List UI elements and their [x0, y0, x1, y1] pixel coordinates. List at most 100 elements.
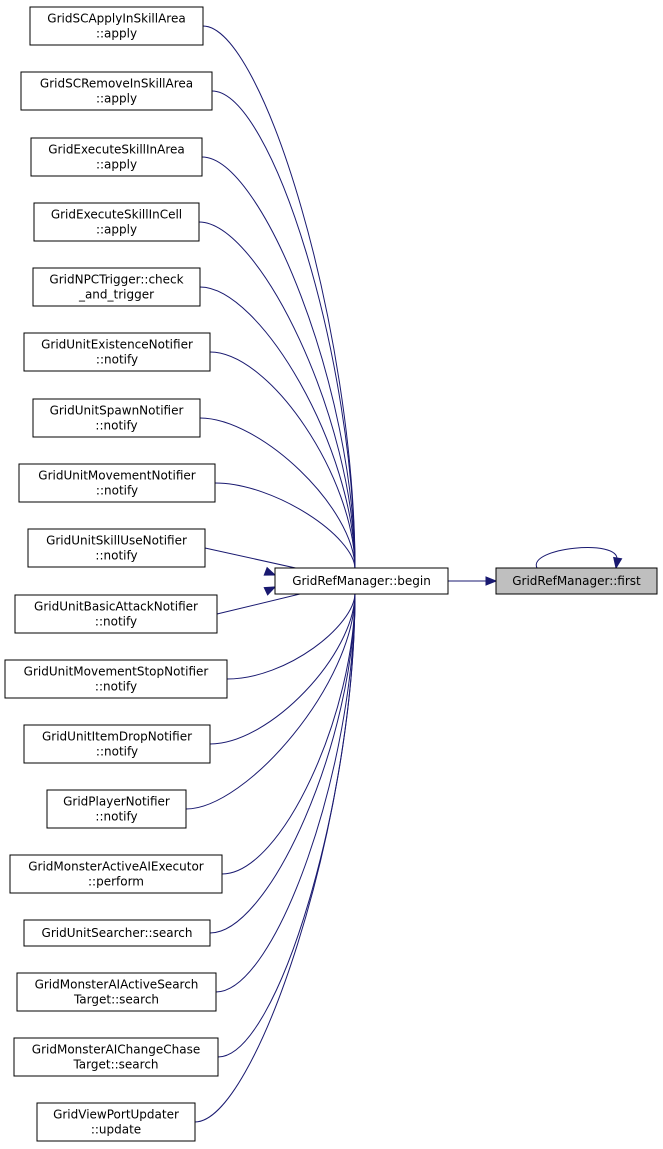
- caller-node-1[interactable]: GridSCRemoveInSkillArea::apply: [20, 71, 213, 111]
- caller-node-10-label: ::notify: [95, 680, 137, 694]
- caller-node-13-label: GridMonsterActiveAIExecutor: [28, 860, 204, 874]
- caller-node-4-label: GridNPCTrigger::check: [49, 273, 183, 287]
- edge-caller-7: [214, 482, 356, 570]
- caller-node-13-box: [9, 854, 223, 894]
- caller-node-6-label: ::notify: [95, 419, 137, 433]
- caller-node-3[interactable]: GridExecuteSkillInCell::apply: [33, 202, 200, 242]
- caller-node-4[interactable]: GridNPCTrigger::check_and_trigger: [32, 267, 201, 307]
- edge-caller-3: [198, 221, 356, 570]
- node-gridrefmanager-begin[interactable]: GridRefManager::begin: [274, 567, 449, 595]
- caller-node-3-label: ::apply: [96, 223, 137, 237]
- caller-node-5-label: GridUnitExistenceNotifier: [41, 338, 193, 352]
- caller-node-7-box: [18, 463, 216, 503]
- edge-caller-17: [194, 592, 356, 1123]
- caller-node-4-box: [32, 267, 201, 307]
- edge-caller-12: [185, 592, 356, 810]
- caller-node-5-box: [23, 332, 211, 372]
- caller-node-0-label: ::apply: [96, 27, 137, 41]
- edge-first-self-loop: [536, 547, 618, 569]
- caller-node-9-label: GridUnitBasicAttackNotifier: [34, 600, 198, 614]
- node-gridrefmanager-first-box: [495, 567, 658, 595]
- caller-node-17-label: ::update: [91, 1123, 141, 1137]
- caller-node-0[interactable]: GridSCApplyInSkillArea::apply: [29, 6, 204, 46]
- caller-node-8-label: GridUnitSkillUseNotifier: [46, 534, 187, 548]
- caller-node-14[interactable]: GridUnitSearcher::search: [23, 919, 211, 947]
- caller-node-15-label: GridMonsterAIActiveSearch: [35, 978, 199, 992]
- caller-node-15-label: Target::search: [73, 993, 159, 1007]
- caller-node-1-box: [20, 71, 213, 111]
- caller-node-11-label: ::notify: [96, 745, 138, 759]
- caller-node-9-box: [14, 594, 218, 634]
- caller-node-3-box: [33, 202, 200, 242]
- node-gridrefmanager-first[interactable]: GridRefManager::first: [495, 567, 658, 595]
- caller-node-11-label: GridUnitItemDropNotifier: [42, 730, 192, 744]
- caller-node-9-label: ::notify: [95, 615, 137, 629]
- caller-node-10-box: [4, 659, 228, 699]
- edge-caller-10: [226, 592, 356, 680]
- caller-node-13[interactable]: GridMonsterActiveAIExecutor::perform: [9, 854, 223, 894]
- caller-node-17-label: GridViewPortUpdater: [53, 1108, 179, 1122]
- caller-node-0-label: GridSCApplyInSkillArea: [47, 12, 185, 26]
- caller-node-11-box: [23, 724, 211, 764]
- caller-node-2-box: [30, 137, 203, 177]
- caller-node-16-label: Target::search: [72, 1058, 158, 1072]
- caller-node-5-label: ::notify: [96, 353, 138, 367]
- edge-caller-0: [202, 25, 356, 570]
- caller-node-16-label: GridMonsterAIChangeChase: [32, 1043, 200, 1057]
- caller-node-12-box: [46, 789, 187, 829]
- caller-node-14-box: [23, 919, 211, 947]
- edge-caller-1: [211, 90, 356, 570]
- caller-node-15-box: [16, 972, 217, 1012]
- caller-node-5[interactable]: GridUnitExistenceNotifier::notify: [23, 332, 211, 372]
- caller-node-10-label: GridUnitMovementStopNotifier: [24, 665, 209, 679]
- caller-node-12-label: ::notify: [95, 810, 137, 824]
- caller-node-14-label: GridUnitSearcher::search: [42, 926, 193, 940]
- caller-node-9[interactable]: GridUnitBasicAttackNotifier::notify: [14, 594, 218, 634]
- edge-caller-16: [217, 592, 356, 1058]
- caller-node-10[interactable]: GridUnitMovementStopNotifier::notify: [4, 659, 228, 699]
- caller-node-4-label: _and_trigger: [78, 288, 154, 302]
- node-gridrefmanager-begin-label: GridRefManager::begin: [292, 574, 431, 588]
- edge-arrow-8: [263, 566, 277, 576]
- nodes: GridSCApplyInSkillArea::applyGridSCRemov…: [4, 6, 658, 1142]
- caller-node-6-box: [32, 398, 201, 438]
- edge-arrow-9: [263, 586, 277, 596]
- edge-begin-to-first-arrow: [485, 576, 498, 586]
- edge-caller-4: [199, 286, 356, 570]
- edge-caller-15: [215, 592, 356, 993]
- edge-caller-14: [209, 592, 356, 934]
- caller-node-17[interactable]: GridViewPortUpdater::update: [36, 1102, 196, 1142]
- caller-node-8-box: [27, 528, 206, 568]
- edge-caller-11: [209, 592, 356, 745]
- caller-node-2-label: ::apply: [96, 158, 137, 172]
- edge-caller-5: [209, 351, 356, 570]
- caller-node-7[interactable]: GridUnitMovementNotifier::notify: [18, 463, 216, 503]
- caller-node-11[interactable]: GridUnitItemDropNotifier::notify: [23, 724, 211, 764]
- caller-node-0-box: [29, 6, 204, 46]
- edge-caller-6: [199, 417, 356, 570]
- node-gridrefmanager-begin-box: [274, 567, 449, 595]
- caller-node-2[interactable]: GridExecuteSkillInArea::apply: [30, 137, 203, 177]
- caller-node-16-box: [13, 1037, 219, 1077]
- edge-first-self-loop-arrow: [613, 556, 623, 570]
- caller-node-2-label: GridExecuteSkillInArea: [48, 143, 185, 157]
- caller-node-1-label: ::apply: [96, 92, 137, 106]
- edge-caller-2: [201, 156, 356, 570]
- node-gridrefmanager-first-label: GridRefManager::first: [512, 574, 641, 588]
- caller-node-12-label: GridPlayerNotifier: [63, 795, 170, 809]
- caller-node-7-label: GridUnitMovementNotifier: [38, 469, 195, 483]
- caller-node-6-label: GridUnitSpawnNotifier: [50, 404, 184, 418]
- caller-node-1-label: GridSCRemoveInSkillArea: [40, 77, 193, 91]
- caller-node-13-label: ::perform: [88, 875, 144, 889]
- caller-node-12[interactable]: GridPlayerNotifier::notify: [46, 789, 187, 829]
- caller-node-8[interactable]: GridUnitSkillUseNotifier::notify: [27, 528, 206, 568]
- caller-node-6[interactable]: GridUnitSpawnNotifier::notify: [32, 398, 201, 438]
- caller-node-3-label: GridExecuteSkillInCell: [51, 208, 182, 222]
- caller-node-17-box: [36, 1102, 196, 1142]
- caller-node-7-label: ::notify: [96, 484, 138, 498]
- caller-node-8-label: ::notify: [95, 549, 137, 563]
- edge-caller-13: [221, 592, 356, 875]
